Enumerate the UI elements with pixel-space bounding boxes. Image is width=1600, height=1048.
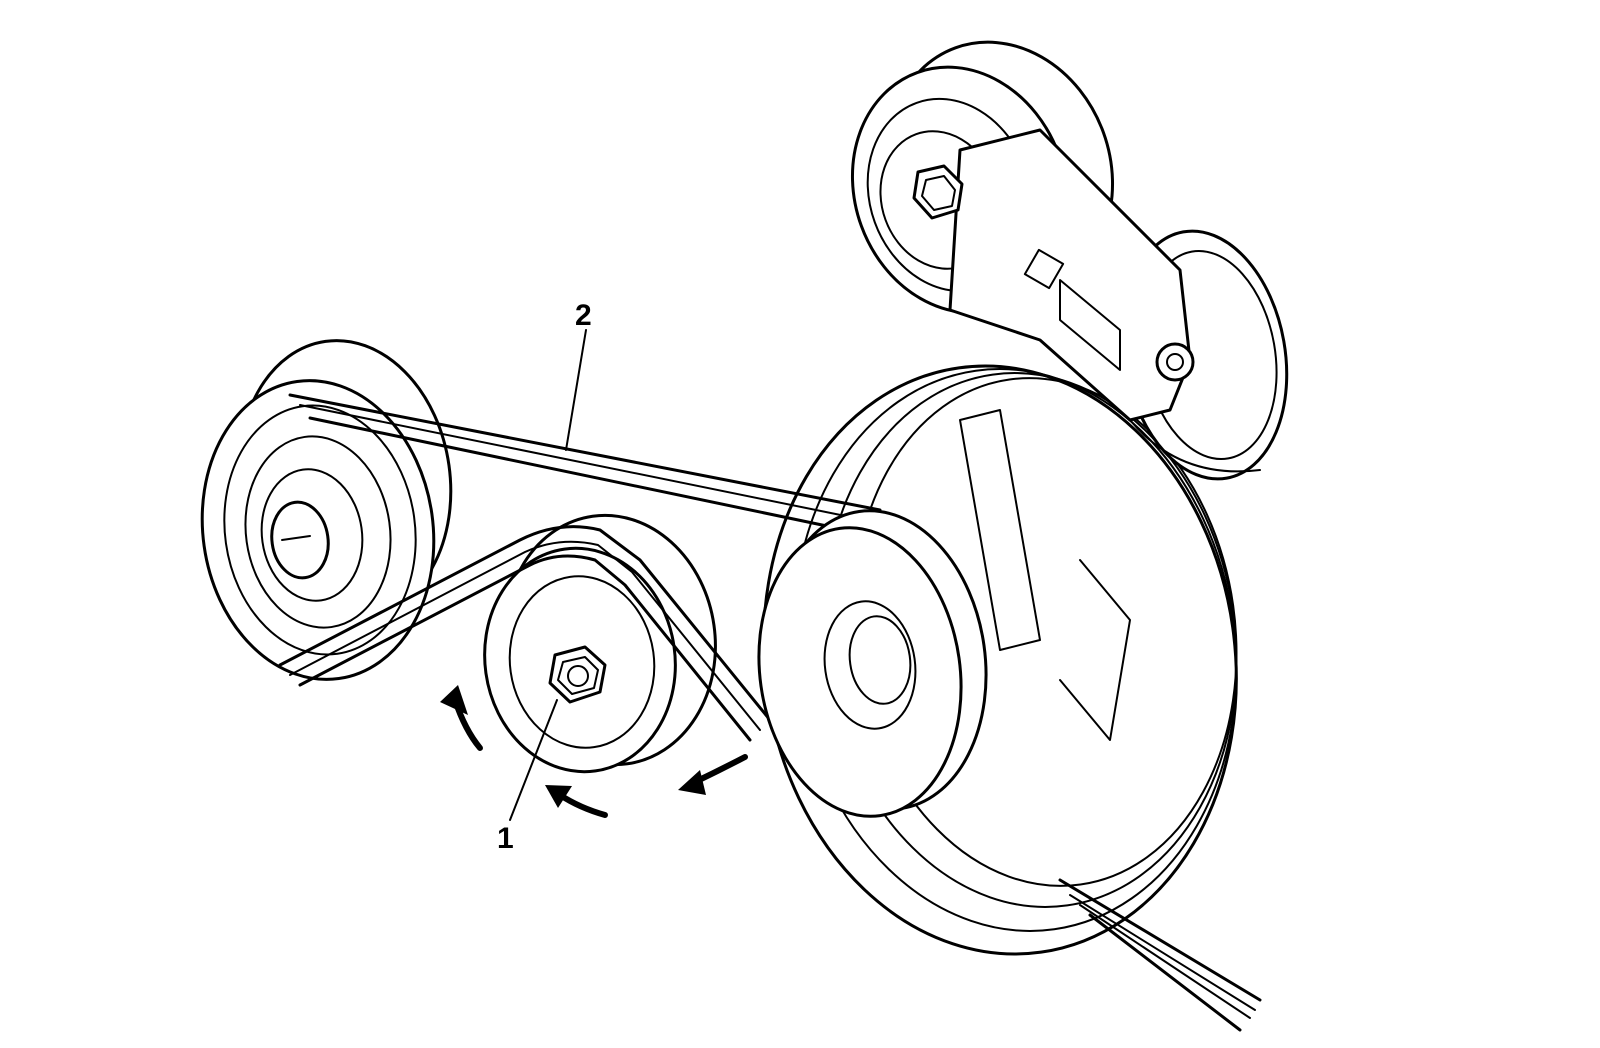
- callout-label-2: 2: [575, 299, 592, 332]
- rotation-arrows: [440, 685, 748, 818]
- idler-pulley-bolt: [548, 645, 607, 704]
- arrow-left-icon: [545, 785, 608, 818]
- arrow-up-icon: [440, 685, 483, 751]
- callout-leader-1: [509, 699, 558, 821]
- callout-label-1: 1: [497, 822, 514, 855]
- arrow-right-icon: [678, 754, 748, 795]
- left-pulley: [200, 339, 453, 681]
- serpentine-belt: [278, 393, 882, 742]
- callout-leader-2: [565, 329, 587, 451]
- belt-tensioner: [948, 128, 1289, 481]
- lower-belt-strands: [1058, 878, 1262, 1032]
- upper-pulley-bolt: [912, 164, 964, 220]
- crankshaft-front-pulley: [757, 509, 988, 818]
